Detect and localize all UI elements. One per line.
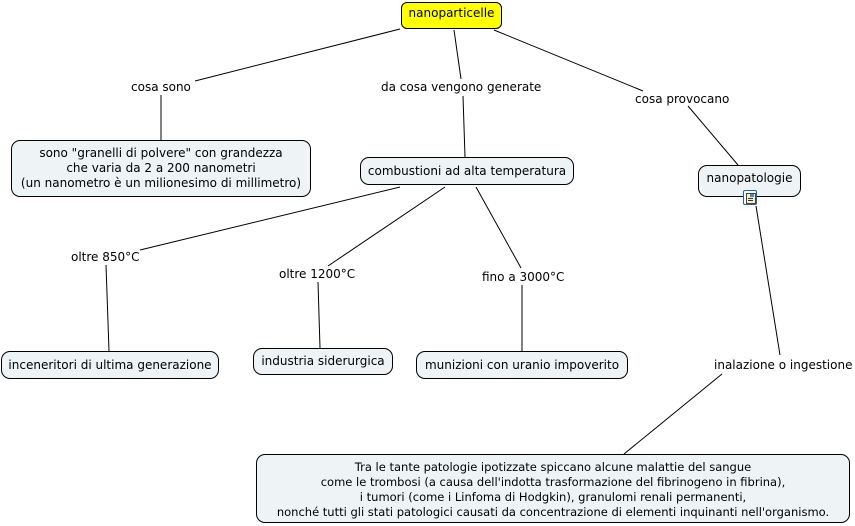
link-cosa-provocano[interactable]: cosa provocano [635,92,730,106]
link-da-cosa-vengono-generate[interactable]: da cosa vengono generate [381,80,542,94]
line-inalazione-patologie [623,373,723,455]
link-oltre-1200[interactable]: oltre 1200°C [279,267,356,281]
concept-nanoparticelle[interactable]: nanoparticelle [401,2,502,29]
link-inalazione-o-ingestione[interactable]: inalazione o ingestione [714,358,853,372]
concept-text-line: i tumori (come i Linfoma di Hodgkin), gr… [359,490,747,504]
concept-text: industria siderurgica [261,354,385,368]
concept-text: nanoparticelle [408,6,495,20]
concept-munizioni[interactable]: munizioni con uranio impoverito [416,351,628,379]
line-nanopatologie-inalazione [755,205,781,356]
concept-nanopatologie[interactable]: nanopatologie [698,165,801,197]
concept-combustioni[interactable]: combustioni ad alta temperatura [360,157,574,185]
concept-text-line: che varia da 2 a 200 nanometri [66,161,256,175]
concept-text: munizioni con uranio impoverito [424,358,620,372]
concept-text: combustioni ad alta temperatura [367,164,567,178]
concept-patologie[interactable]: Tra le tante patologie ipotizzate spicca… [256,454,850,523]
concept-granelli-di-polvere[interactable]: sono "granelli di polvere" con grandezza… [11,140,311,197]
concept-text-line: sono "granelli di polvere" con grandezza [39,146,283,160]
line-root-da-cosa [453,29,462,80]
concept-text-line: nonché tutti gli stati patologici causat… [276,505,830,519]
line-850-inceneritori [105,264,110,352]
concept-inceneritori[interactable]: inceneritori di ultima generazione [1,351,219,379]
document-resource-icon[interactable] [743,190,757,205]
line-root-cosa-provocano [493,29,644,92]
line-combustioni-1200 [327,186,446,267]
concept-text-line: (un nanometro è un milionesimo di millim… [20,176,302,190]
concept-text: inceneritori di ultima generazione [8,358,212,372]
concept-industria-siderurgica[interactable]: industria siderurgica [253,348,393,375]
line-cosa-provocano-nanopatologie [687,105,739,166]
line-combustioni-850 [139,186,401,251]
line-1200-siderurgica [317,281,321,349]
line-combustioni-3000 [475,186,522,269]
concept-text-line: come le trombosi (a causa dell'indotta t… [320,475,786,489]
concept-text: nanopatologie [706,171,793,185]
line-root-cosa-sono [194,28,401,82]
line-da-cosa-combustioni [462,95,466,158]
link-oltre-850[interactable]: oltre 850°C [71,250,140,264]
concept-text-line: Tra le tante patologie ipotizzate spicca… [354,460,752,474]
link-fino-a-3000[interactable]: fino a 3000°C [482,270,565,284]
link-cosa-sono[interactable]: cosa sono [131,80,191,94]
